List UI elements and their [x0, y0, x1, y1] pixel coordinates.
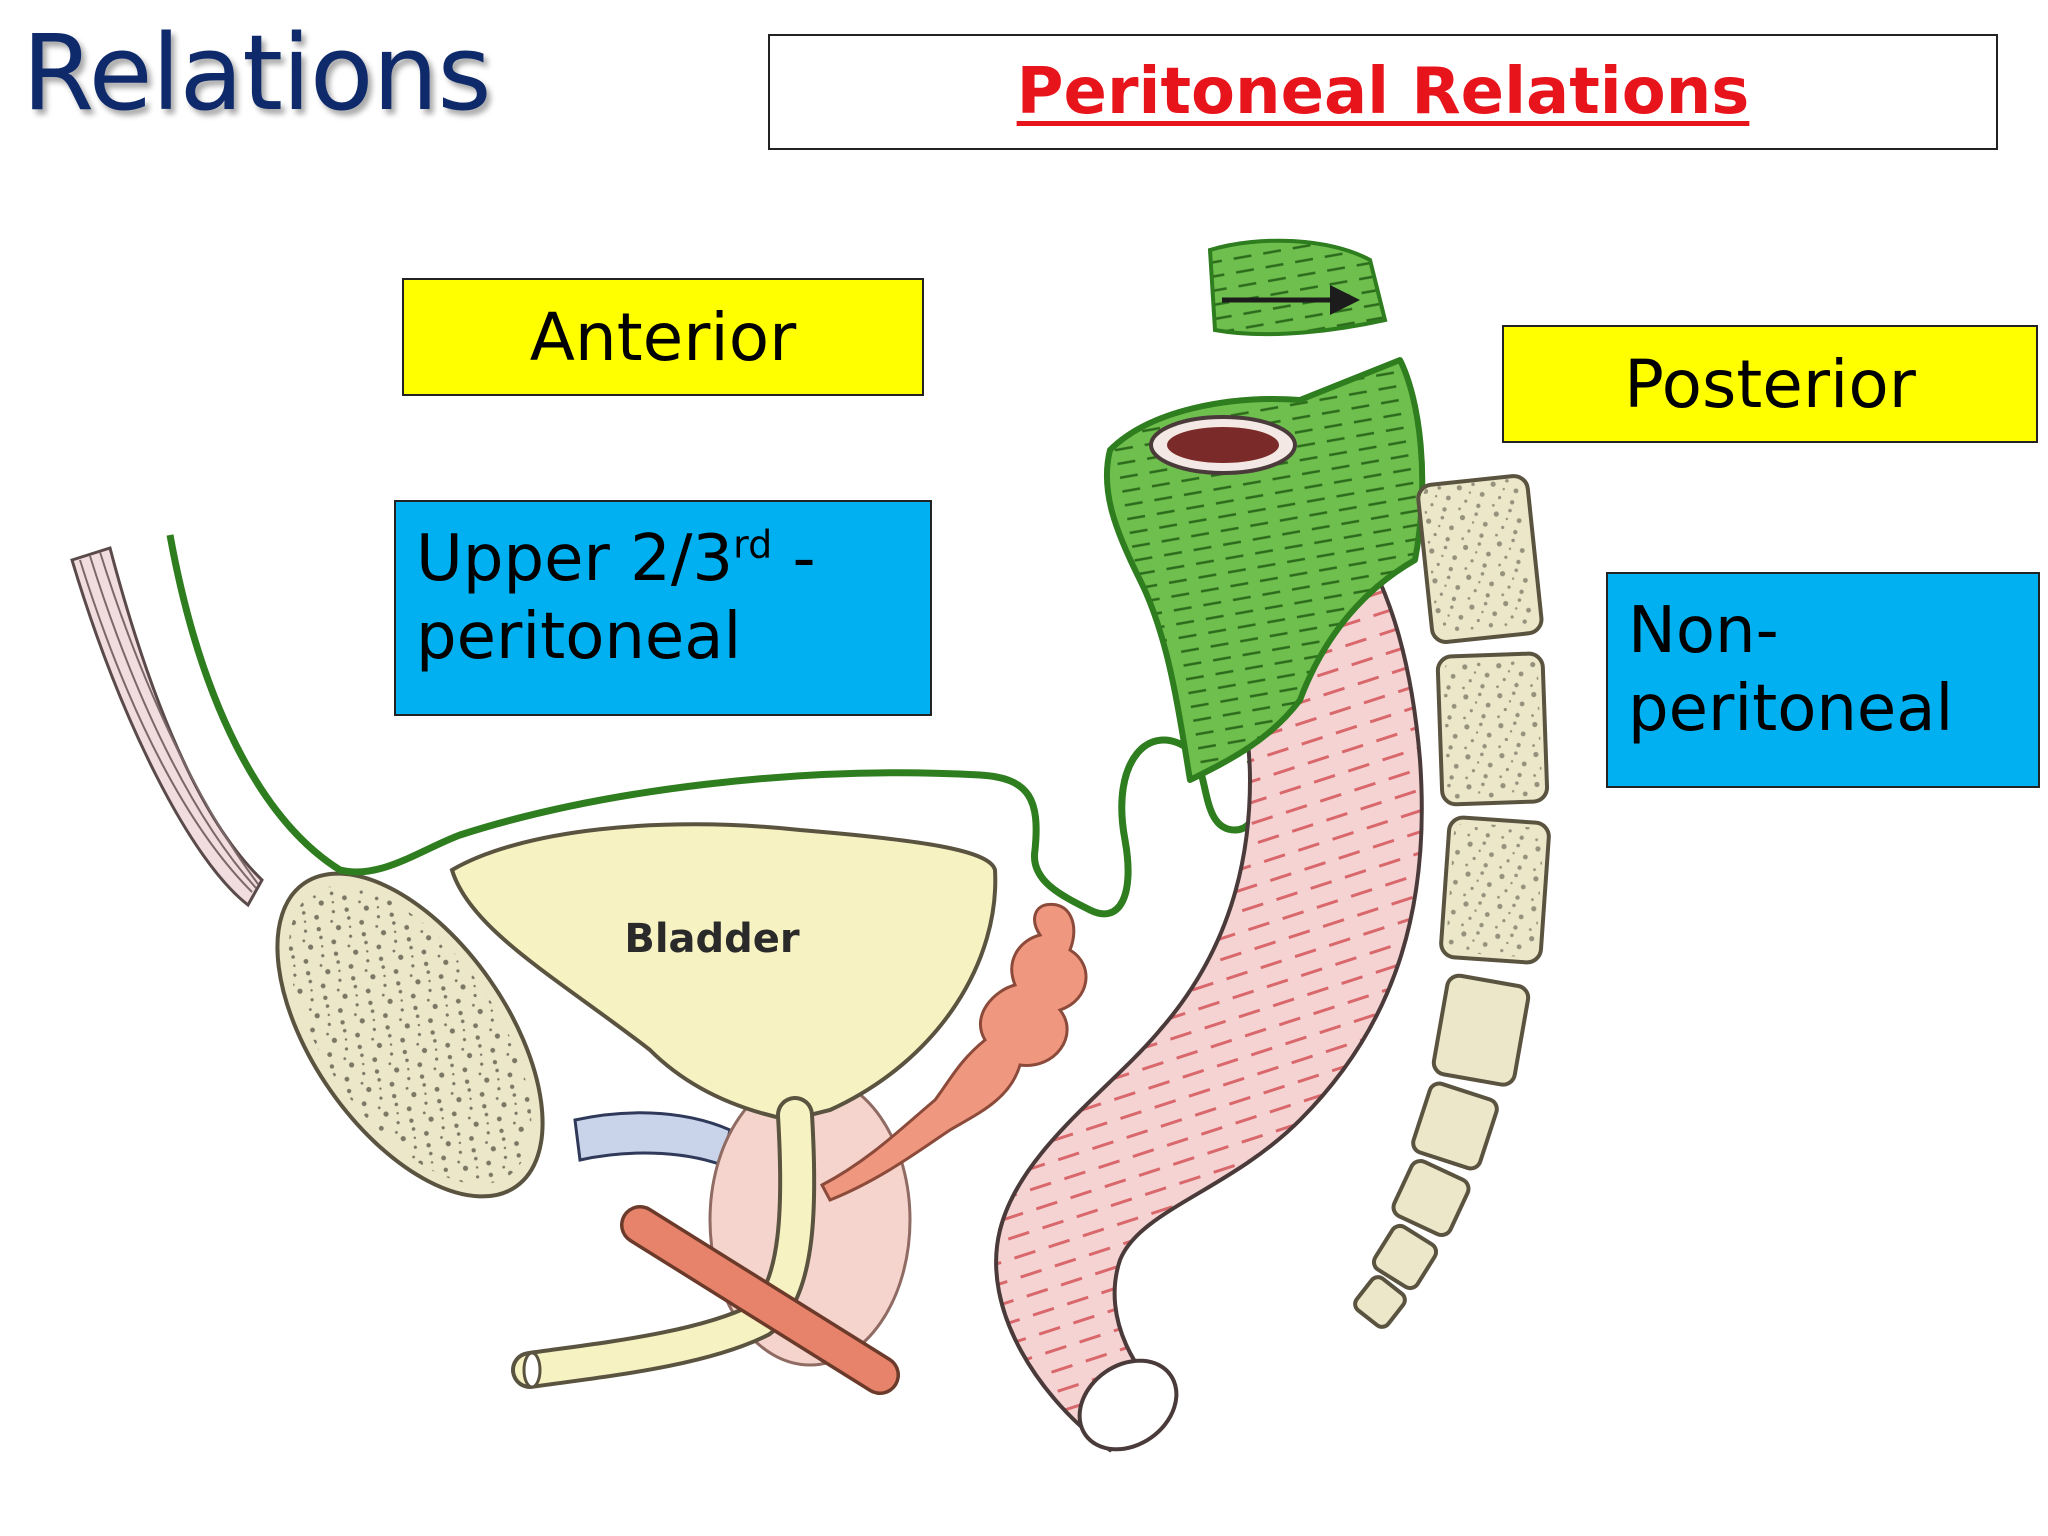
pubic-symphysis-texture — [288, 885, 532, 1185]
urogenital-diaphragm-fill — [623, 1208, 897, 1392]
urethra-opening — [522, 1351, 542, 1389]
upper-peritoneal-line2: peritoneal — [416, 600, 742, 675]
abdominal-wall-muscle — [70, 546, 264, 908]
rectum — [994, 436, 1424, 1453]
posterior-label: Posterior — [1624, 345, 1916, 423]
sacrum-coccyx — [1353, 474, 1551, 1329]
non-peritoneal-line1: Non- — [1628, 594, 1779, 668]
heading-box: Peritoneal Relations — [768, 34, 1998, 150]
puboprostatic-ligament — [573, 1111, 732, 1167]
bladder-label: Bladder — [624, 916, 800, 962]
slide-title: Relations — [22, 12, 492, 134]
non-peritoneal-box: Non- peritoneal — [1606, 572, 2040, 788]
anterior-label-box: Anterior — [402, 278, 924, 396]
heading-text: Peritoneal Relations — [1016, 55, 1750, 129]
flow-arrow-head-icon — [1330, 285, 1360, 315]
bladder — [449, 822, 998, 1123]
peritoneum-inner-line — [181, 531, 343, 854]
upper-peritoneal-line1: Upper 2/3rd - — [416, 522, 816, 596]
upper-peritoneal-box: Upper 2/3rd - peritoneal — [394, 500, 932, 716]
rectum-lumen-inner — [1167, 427, 1279, 463]
anterior-label: Anterior — [529, 298, 797, 376]
non-peritoneal-line2: peritoneal — [1628, 672, 1954, 747]
sigmoid-colon — [1207, 238, 1388, 337]
seminal-vesicle — [819, 902, 1088, 1202]
posterior-label-box: Posterior — [1502, 325, 2038, 443]
anal-canal-opening — [1077, 1358, 1179, 1452]
